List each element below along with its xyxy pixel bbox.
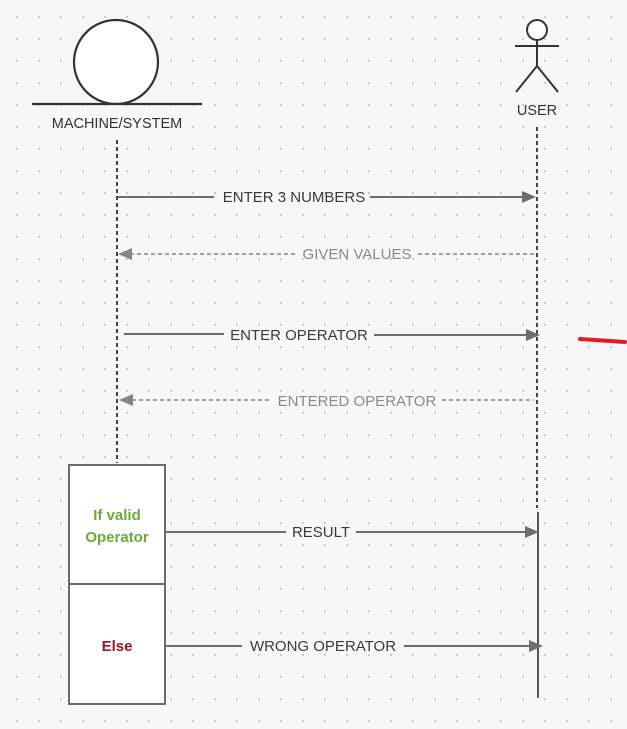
red-annotation-mark (578, 337, 627, 344)
arrow-left-icon (119, 394, 133, 406)
user-actor-label: USER (517, 103, 557, 119)
message-result[interactable]: RESULT (166, 524, 539, 541)
message-enter-3-numbers[interactable]: ENTER 3 NUMBERS (118, 189, 536, 206)
message-label: ENTERED OPERATOR (278, 393, 437, 410)
arrow-right-icon (522, 191, 536, 203)
message-wrong-operator[interactable]: WRONG OPERATOR (166, 638, 543, 655)
condition-label-line1: If valid (93, 507, 141, 524)
arrow-right-icon (529, 640, 543, 652)
arrow-left-icon (118, 248, 132, 260)
message-label: GIVEN VALUES (303, 246, 412, 263)
message-given-values[interactable]: GIVEN VALUES (118, 246, 534, 263)
message-label: WRONG OPERATOR (250, 638, 396, 655)
condition-label-line2: Operator (85, 529, 149, 546)
arrow-right-icon (526, 329, 540, 341)
entity-circle-icon (72, 18, 160, 106)
machine-actor[interactable]: MACHINE/SYSTEM (32, 18, 202, 132)
machine-actor-label: MACHINE/SYSTEM (52, 116, 183, 132)
message-label: ENTER OPERATOR (230, 327, 368, 344)
alt-fragment[interactable]: If valid Operator Else (68, 464, 166, 705)
message-enter-operator[interactable]: ENTER OPERATOR (124, 327, 540, 344)
arrow-right-icon (525, 526, 539, 538)
message-label: RESULT (292, 524, 350, 541)
user-actor[interactable]: USER (515, 19, 559, 119)
condition-box (68, 464, 166, 585)
else-box (68, 583, 166, 705)
message-entered-operator[interactable]: ENTERED OPERATOR (119, 393, 534, 410)
message-label: ENTER 3 NUMBERS (223, 189, 366, 206)
else-label: Else (102, 638, 133, 655)
stick-figure-icon (515, 19, 559, 93)
